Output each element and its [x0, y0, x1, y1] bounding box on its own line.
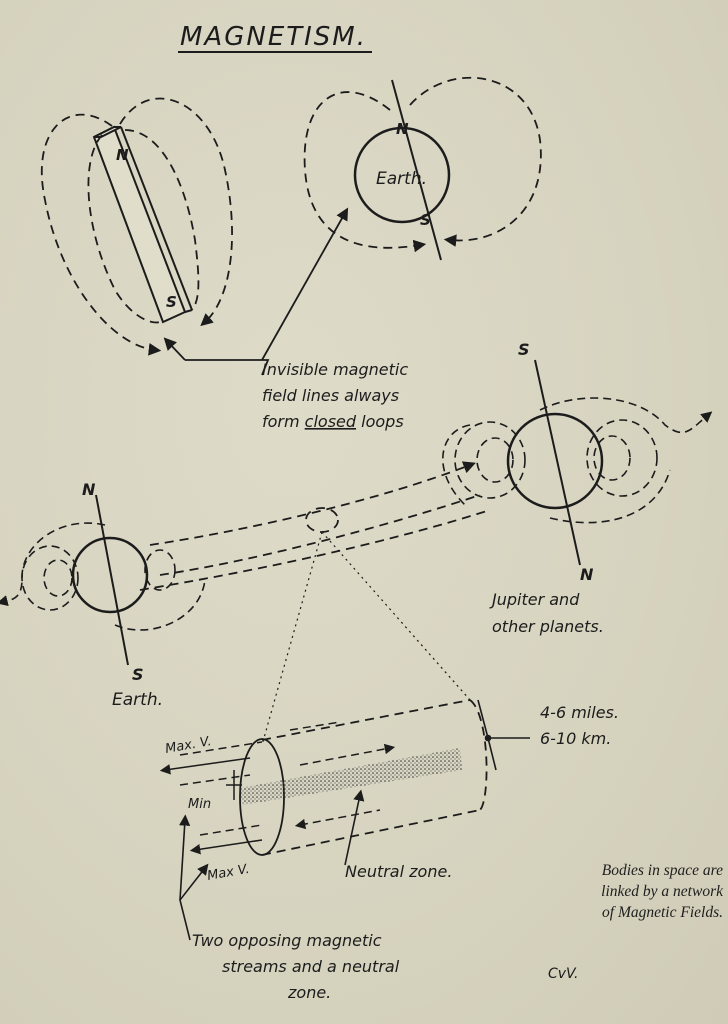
- width-label-miles: 4-6 miles.: [540, 703, 619, 722]
- bar-magnet-field-lines: [40, 97, 233, 356]
- streams-label-line1: Two opposing magnetic: [192, 931, 382, 950]
- jupiter-north-label: N: [580, 565, 594, 584]
- field-lines-label-line2: field lines always: [262, 386, 399, 405]
- jupiter-field-lines: [442, 397, 713, 524]
- streams-label-line2: streams and a neutral: [222, 957, 400, 976]
- earth-top-south-label: S: [420, 211, 431, 229]
- field-lines-label-line1: Invisible magnetic: [262, 360, 408, 379]
- neutral-zone-label: Neutral zone.: [345, 862, 452, 881]
- bar-magnet-south-label: S: [166, 293, 177, 311]
- jupiter-globe: [506, 412, 604, 510]
- earth-top-field-lines: [303, 76, 542, 253]
- field-lines-label-line3: form closed loops: [262, 412, 404, 431]
- signature: CvV.: [548, 966, 578, 982]
- bar-magnet: [92, 125, 193, 324]
- min-label: Min: [188, 797, 211, 812]
- neutral-zone-band: [240, 748, 462, 805]
- connecting-stream: [139, 461, 491, 591]
- max-v-top-label: Max. V.: [164, 734, 213, 757]
- pointer-lines: [163, 207, 349, 376]
- streams-pointer: [179, 814, 209, 941]
- earth-left-axis: [95, 494, 129, 666]
- stream-arrows: [159, 721, 396, 855]
- jupiter-label-line1: Jupiter and: [489, 590, 580, 609]
- width-label-km: 6-10 km.: [540, 729, 611, 748]
- caption-line1: Bodies in space are: [601, 862, 723, 879]
- max-v-bottom-label: Max V.: [206, 862, 251, 884]
- bar-magnet-north-label: N: [116, 146, 129, 164]
- earth-left-field-lines: [0, 522, 206, 631]
- neutral-zone-pointer: [344, 789, 365, 866]
- width-bracket: [477, 699, 530, 771]
- zoom-lines: [261, 531, 471, 746]
- closed-word: closed: [305, 412, 357, 431]
- jupiter-axis: [534, 359, 581, 566]
- earth-left-north-label: N: [82, 480, 96, 499]
- earth-top-label: Earth.: [376, 169, 427, 189]
- title: MAGNETISM.: [180, 22, 367, 52]
- streams-label-line3: zone.: [287, 983, 331, 1002]
- earth-left-label: Earth.: [112, 690, 163, 710]
- earth-left-globe: [71, 536, 149, 614]
- earth-top-globe: [353, 126, 451, 224]
- earth-left-south-label: S: [132, 665, 144, 684]
- jupiter-south-label: S: [518, 340, 530, 359]
- tube: [239, 699, 488, 856]
- jupiter-label-line2: other planets.: [492, 617, 604, 636]
- earth-top-axis: [391, 79, 442, 261]
- caption-line2: linked by a network: [601, 883, 723, 900]
- caption-line3: of Magnetic Fields.: [602, 904, 723, 921]
- caption: Bodies in space are linked by a network …: [548, 860, 723, 923]
